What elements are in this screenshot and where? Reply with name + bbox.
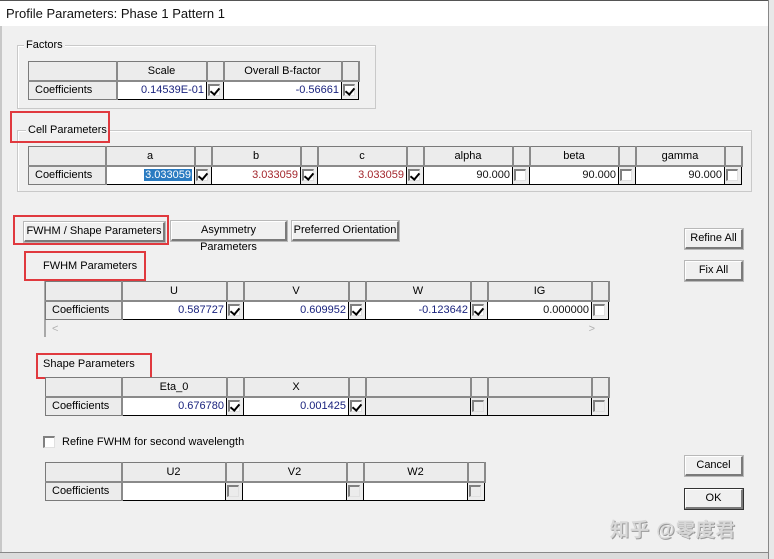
second-wavelength-table: U2 V2 W2 Coefficients <box>45 462 486 501</box>
empty-refine-checkbox-2[interactable] <box>593 400 605 413</box>
column-header-u: U <box>121 281 228 302</box>
b-factor-value-field[interactable]: -0.56661 <box>223 80 342 100</box>
u2-refine-checkbox[interactable] <box>227 485 239 498</box>
x-value-field[interactable]: 0.001425 <box>243 396 349 416</box>
beta-refine-checkbox[interactable] <box>620 169 632 182</box>
b-refine-checkbox[interactable] <box>302 169 314 182</box>
u2-value-field[interactable] <box>121 481 226 501</box>
highlight-box-fwhm-parameters <box>24 251 146 281</box>
factors-label: Factors <box>24 39 65 52</box>
column-header-w2: W2 <box>363 462 469 483</box>
v-value-field[interactable]: 0.609952 <box>243 300 349 320</box>
w2-value-field[interactable] <box>363 481 468 501</box>
column-header-w: W <box>365 281 472 302</box>
column-header-scale: Scale <box>116 61 208 82</box>
column-header-empty-1 <box>365 377 472 398</box>
window-edge-bottom <box>0 552 768 559</box>
column-header-empty-2 <box>487 377 593 398</box>
fix-all-button[interactable]: Fix All <box>685 261 743 281</box>
fwhm-parameters-table: U V W IG Coefficients 0.587727 0.609952 … <box>45 281 610 320</box>
refine-fwhm-second-wavelength-label: Refine FWHM for second wavelength <box>62 436 245 448</box>
column-header-ig: IG <box>487 281 593 302</box>
column-header-c: c <box>317 146 408 167</box>
cell-parameters-group <box>17 130 752 192</box>
w2-refine-checkbox[interactable] <box>469 485 481 498</box>
cell-parameters-label: Cell Parameters <box>26 124 109 137</box>
refine-fwhm-second-wavelength-row[interactable]: Refine FWHM for second wavelength <box>43 436 244 448</box>
b-value-field[interactable]: 3.033059 <box>211 165 301 185</box>
x-refine-checkbox[interactable] <box>350 400 362 413</box>
row-header-coefficients: Coefficients <box>45 300 123 320</box>
factors-table: Scale Overall B-factor Coefficients 0.14… <box>28 61 360 100</box>
row-header-coefficients: Coefficients <box>28 165 107 185</box>
column-header-eta-0: Eta_0 <box>121 377 228 398</box>
tab-fwhm-shape-parameters[interactable]: FWHM / Shape Parameters <box>24 222 165 242</box>
v-refine-checkbox[interactable] <box>350 304 362 317</box>
a-refine-checkbox[interactable] <box>196 169 208 182</box>
window-title: Profile Parameters: Phase 1 Pattern 1 <box>6 6 225 21</box>
cancel-button[interactable]: Cancel <box>685 456 743 476</box>
eta-0-value-field[interactable]: 0.676780 <box>121 396 227 416</box>
column-header-alpha: alpha <box>423 146 514 167</box>
window-edge-left <box>0 26 2 553</box>
a-value-selected-text: 3.033059 <box>144 169 192 182</box>
gamma-value-field[interactable]: 90.000 <box>635 165 725 185</box>
row-header-coefficients: Coefficients <box>28 80 118 100</box>
u-value-field[interactable]: 0.587727 <box>121 300 227 320</box>
b-factor-refine-checkbox[interactable] <box>343 84 355 97</box>
alpha-value-field[interactable]: 90.000 <box>423 165 513 185</box>
corner-cell <box>28 61 118 82</box>
c-value-field[interactable]: 3.033059 <box>317 165 407 185</box>
column-header-v: V <box>243 281 350 302</box>
column-header-v2: V2 <box>242 462 348 483</box>
w-value-field[interactable]: -0.123642 <box>365 300 471 320</box>
fwhm-horizontal-scrollbar[interactable]: < > <box>46 321 605 337</box>
factors-group <box>17 45 376 109</box>
scale-refine-checkbox[interactable] <box>208 84 220 97</box>
tab-preferred-orientation[interactable]: Preferred Orientation <box>292 221 399 241</box>
beta-value-field[interactable]: 90.000 <box>529 165 619 185</box>
c-refine-checkbox[interactable] <box>408 169 420 182</box>
empty-refine-checkbox-1[interactable] <box>472 400 484 413</box>
column-header-a: a <box>105 146 196 167</box>
scroll-right-arrow-icon[interactable]: > <box>588 323 595 335</box>
fwhm-parameters-label: FWHM Parameters <box>43 260 138 272</box>
ig-refine-checkbox[interactable] <box>593 304 605 317</box>
empty-value-field-2 <box>487 396 592 416</box>
highlight-box-fwhm-shape-tab <box>13 215 169 245</box>
cell-parameters-table: a b c alpha beta gamma Coefficients 3.03… <box>28 146 743 185</box>
v2-refine-checkbox[interactable] <box>348 485 360 498</box>
row-header-coefficients: Coefficients <box>45 481 123 501</box>
scroll-left-arrow-icon[interactable]: < <box>52 323 59 335</box>
window-title-bar: Profile Parameters: Phase 1 Pattern 1 <box>0 0 768 26</box>
ig-value-field[interactable]: 0.000000 <box>487 300 592 320</box>
highlight-box-shape-parameters <box>36 353 152 379</box>
shape-parameters-table: Eta_0 X Coefficients 0.676780 0.001425 <box>45 377 610 416</box>
alpha-refine-checkbox[interactable] <box>514 169 526 182</box>
v2-value-field[interactable] <box>242 481 347 501</box>
u-refine-checkbox[interactable] <box>228 304 240 317</box>
watermark-text: 知乎 @零度君 <box>610 520 736 541</box>
column-header-gamma: gamma <box>635 146 726 167</box>
a-value-field[interactable]: 3.033059 <box>105 165 195 185</box>
scale-value-field[interactable]: 0.14539E-01 <box>116 80 207 100</box>
column-header-u2: U2 <box>121 462 227 483</box>
refine-all-button[interactable]: Refine All <box>685 229 743 249</box>
highlight-box-cell-parameters <box>10 111 110 143</box>
column-header-overall-b-factor: Overall B-factor <box>223 61 343 82</box>
ok-button[interactable]: OK <box>685 489 743 509</box>
column-header-x: X <box>243 377 350 398</box>
empty-value-field-1 <box>365 396 471 416</box>
window-edge-right <box>768 0 774 559</box>
gamma-refine-checkbox[interactable] <box>726 169 738 182</box>
w-refine-checkbox[interactable] <box>472 304 484 317</box>
column-header-b: b <box>211 146 302 167</box>
tab-asymmetry-parameters[interactable]: Asymmetry Parameters <box>171 221 287 253</box>
shape-parameters-label: Shape Parameters <box>43 358 135 370</box>
eta-0-refine-checkbox[interactable] <box>228 400 240 413</box>
refine-fwhm-second-wavelength-checkbox[interactable] <box>43 436 55 448</box>
column-header-beta: beta <box>529 146 620 167</box>
row-header-coefficients: Coefficients <box>45 396 123 416</box>
